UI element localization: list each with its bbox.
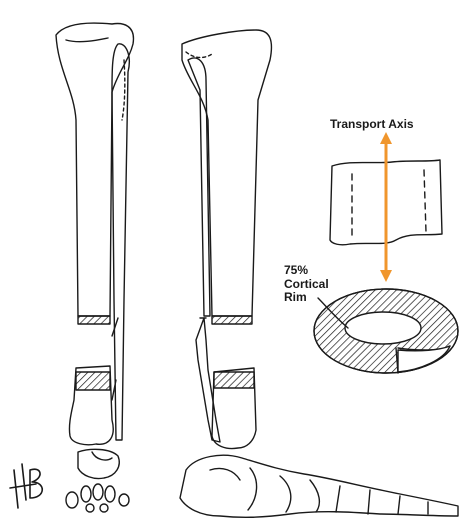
foot-bones-ap-view: [66, 484, 129, 512]
artist-signature: [10, 464, 42, 508]
transport-axis-label: Transport Axis: [330, 117, 414, 131]
rim-percent-text: 75%: [284, 264, 344, 278]
foot-lateral-view: [180, 455, 458, 517]
cortical-rim-label: 75% Cortical Rim: [284, 264, 344, 305]
fibula-ap-view: [112, 44, 129, 440]
talus-ap-view: [78, 449, 119, 478]
rim-line1-text: Cortical: [284, 278, 344, 292]
rim-line2-text: Rim: [284, 291, 344, 305]
tibia-ap-view: [56, 23, 133, 445]
tibia-lateral-view: [182, 30, 271, 449]
